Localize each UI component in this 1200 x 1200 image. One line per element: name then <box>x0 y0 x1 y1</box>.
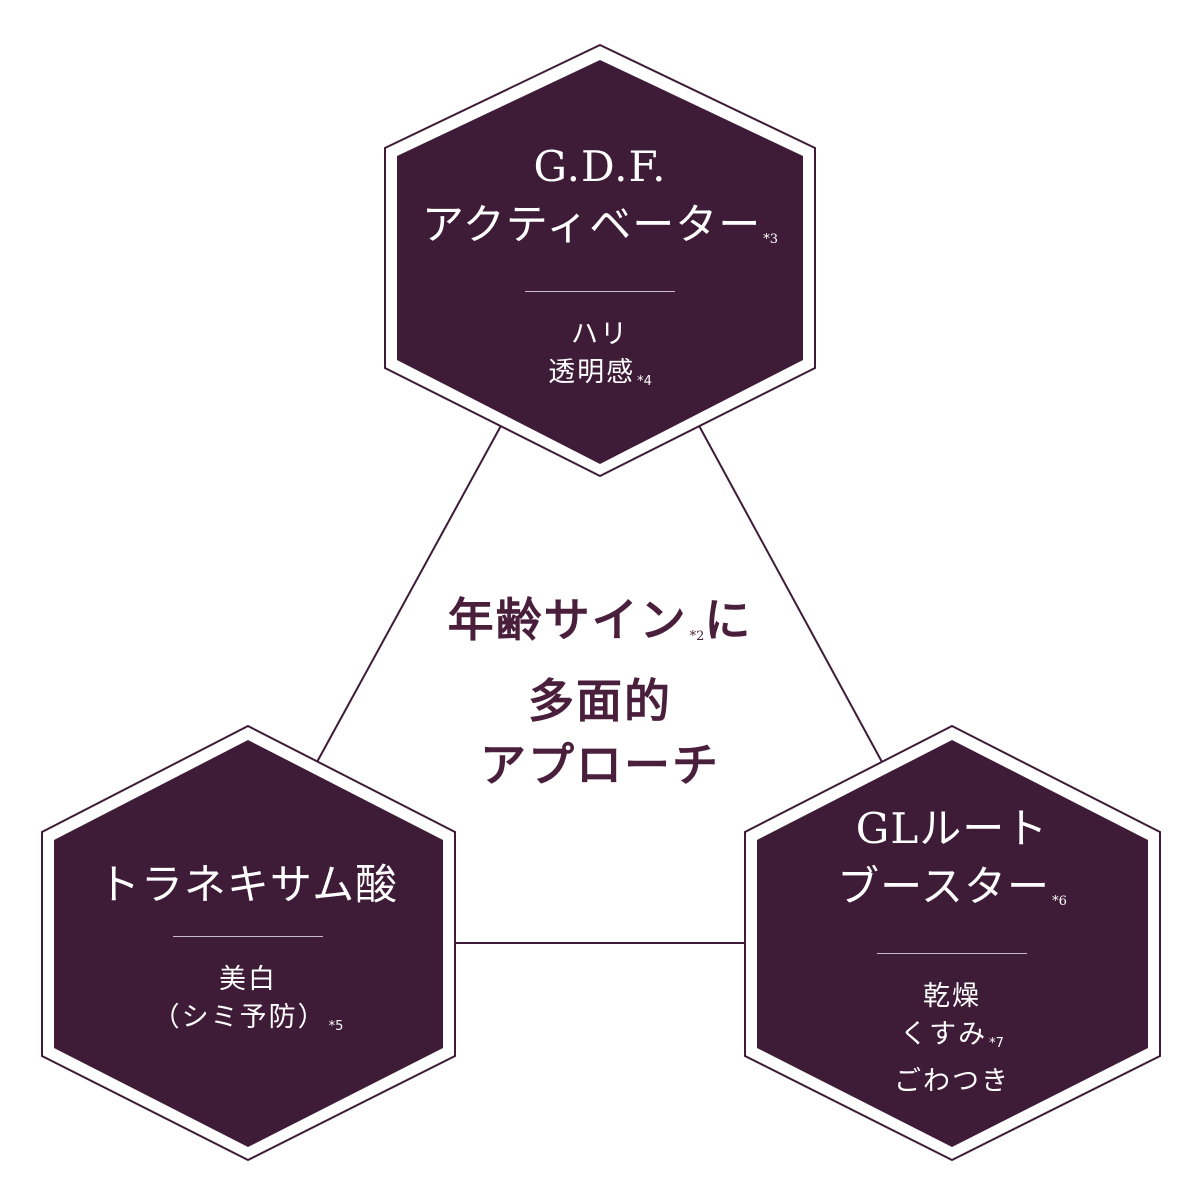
right-benefit-3: ごわつき <box>894 1066 1010 1097</box>
top-title-line-2: アクティベーター*3 <box>400 196 800 269</box>
hexagon-top <box>397 60 803 464</box>
left-benefit-2: （シミ予防）*5 <box>60 999 436 1046</box>
footnote-7: *7 <box>989 1036 1004 1051</box>
center-line-1: 年齢サイン*2に <box>380 588 820 669</box>
connector-top-right <box>696 421 883 763</box>
center-heading: 年齢サイン*2に 多面的 アプローチ <box>380 588 820 797</box>
footnote-2: *2 <box>689 629 705 644</box>
right-benefit-2: くすみ*7 <box>764 1016 1140 1063</box>
right-title-line-2: ブースター*6 <box>764 858 1140 931</box>
footnote-4: *4 <box>637 374 652 389</box>
center-line-1-tail: に <box>704 593 753 647</box>
left-hexagon-label: トラネキサム酸 美白 （シミ予防）*5 <box>60 856 436 1046</box>
top-hexagon-label: G.D.F. アクティベーター*3 ハリ 透明感*4 <box>400 138 800 401</box>
top-title-line-1: G.D.F. <box>533 142 667 191</box>
left-title: トラネキサム酸 <box>97 860 399 909</box>
right-title-line-1: GLルート <box>855 804 1049 853</box>
right-divider <box>877 953 1027 954</box>
right-benefit-1: 乾燥 <box>923 981 981 1012</box>
top-benefit-2-text: 透明感 <box>548 357 636 388</box>
center-line-3: アプローチ <box>480 738 720 792</box>
connector-top-left <box>316 421 504 763</box>
hexagon-right <box>757 740 1148 1147</box>
right-title-line-2-text: ブースター <box>837 862 1051 911</box>
top-benefit-1: ハリ <box>571 319 629 350</box>
right-hexagon-label: GLルート ブースター*6 乾燥 くすみ*7 ごわつき <box>764 800 1140 1101</box>
left-benefit-2-text: （シミ予防） <box>152 1002 327 1033</box>
hexagon-left <box>54 740 443 1147</box>
top-title-line-2-text: アクティベーター <box>421 200 762 249</box>
left-divider <box>173 936 323 937</box>
footnote-6: *6 <box>1052 894 1067 909</box>
left-benefit-1: 美白 <box>219 964 277 995</box>
footnote-5: *5 <box>328 1019 344 1034</box>
center-line-1-text: 年齢サイン <box>447 593 688 647</box>
top-benefit-2: 透明感*4 <box>400 354 800 401</box>
right-benefit-2-text: くすみ <box>900 1019 988 1050</box>
center-line-2: 多面的 <box>528 674 672 728</box>
footnote-3: *3 <box>763 232 779 247</box>
top-divider <box>525 291 675 292</box>
